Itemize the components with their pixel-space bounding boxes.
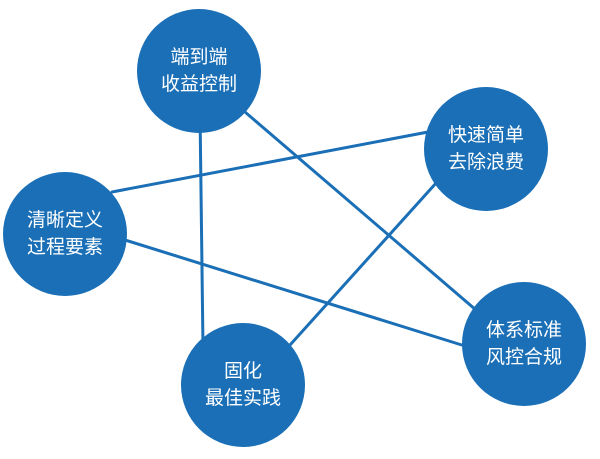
node-label-line1: 端到端: [170, 46, 228, 68]
node-label-line1: 固化: [223, 360, 262, 382]
node-fast-simple-remove-waste: 快速简单 去除浪费: [424, 87, 548, 211]
node-label-line1: 快速简单: [447, 124, 524, 146]
link-top-bright: [243, 110, 492, 324]
link-top-bottom: [198, 110, 205, 349]
node-end-to-end-revenue-control: 端到端 收益控制: [137, 9, 261, 133]
node-solidify-best-practice: 固化 最佳实践: [181, 323, 305, 447]
node-label-line2: 收益控制: [160, 73, 237, 95]
node-label-line1: 清晰定义: [26, 209, 103, 231]
node-label-line2: 去除浪费: [447, 151, 524, 173]
node-standard-risk-compliance: 体系标准 风控合规: [462, 282, 586, 406]
node-clear-process-elements: 清晰定义 过程要素: [3, 172, 127, 296]
link-right-left: [110, 130, 430, 194]
node-label-line2: 最佳实践: [204, 387, 281, 409]
node-label-line2: 风控合规: [485, 346, 562, 368]
link-right-bottom: [288, 170, 448, 347]
node-label-line2: 过程要素: [26, 236, 103, 258]
link-left-bright: [123, 238, 467, 348]
node-label-line1: 体系标准: [485, 319, 562, 341]
